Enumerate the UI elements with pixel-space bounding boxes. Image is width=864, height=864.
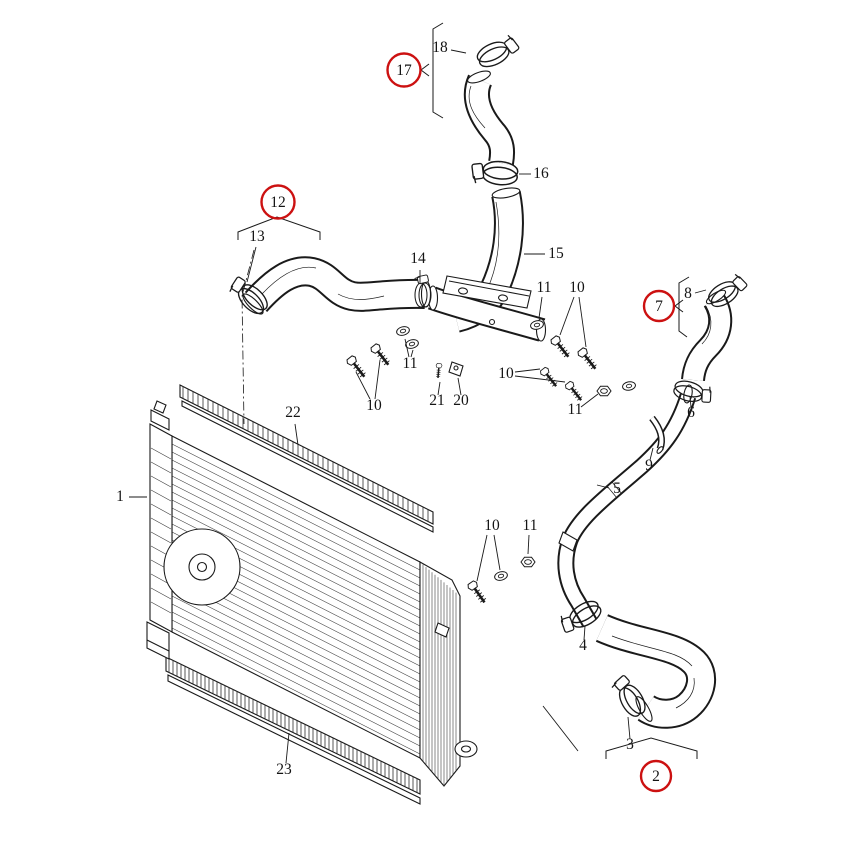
- centerline-2: [542, 705, 579, 752]
- washer: [621, 380, 637, 392]
- hose-clamp-3: [608, 671, 650, 721]
- part-label-6: 6: [687, 404, 695, 421]
- nut: [596, 385, 612, 397]
- pipe-bracket-tab: [558, 531, 578, 552]
- highlight-circle-7: [642, 289, 676, 323]
- part-label-2: 2: [652, 768, 660, 785]
- charge-pipe: [557, 384, 697, 628]
- bolt: [548, 333, 574, 362]
- screw-21: [434, 362, 443, 379]
- washer: [395, 324, 411, 338]
- radiator-body: [146, 400, 478, 787]
- part-label-11: 11: [523, 517, 538, 534]
- part-label-17: 17: [396, 62, 412, 79]
- hardware: [225, 32, 751, 721]
- part-label-11: 11: [537, 279, 552, 296]
- part-label-16: 16: [533, 165, 549, 182]
- part-label-1: 1: [116, 488, 124, 505]
- bracket-2: [605, 737, 698, 759]
- part-labels: 1 2 3 4 5 6 7 8 9 10 10 10 10 11 11 11 1…: [116, 39, 695, 793]
- part-label-22: 22: [285, 404, 301, 421]
- part-label-12: 12: [270, 194, 286, 211]
- part-label-11: 11: [403, 355, 418, 372]
- part-label-4: 4: [579, 637, 587, 654]
- part-label-14: 14: [410, 250, 426, 267]
- part-label-23: 23: [276, 761, 292, 778]
- centerline-13: [241, 249, 255, 425]
- part-label-9: 9: [645, 457, 653, 474]
- part-label-13: 13: [249, 228, 265, 245]
- junction-tube: [427, 275, 547, 342]
- part-label-21: 21: [429, 392, 445, 409]
- highlight-circle-12: [260, 184, 296, 220]
- radiator-port: [454, 740, 478, 758]
- bracket-17: [432, 22, 444, 119]
- bolt: [538, 365, 561, 391]
- lower-hose: [595, 614, 717, 729]
- intercooler-assembly: [146, 384, 478, 805]
- fan-shroud: [163, 528, 241, 606]
- retainer-20: [448, 361, 464, 377]
- upper-hose: [463, 70, 516, 166]
- highlight-circle-2: [639, 759, 673, 793]
- top-seal-strip: [179, 384, 434, 533]
- callout-lines: [129, 22, 707, 764]
- highlight-circle-17: [386, 52, 422, 88]
- part-label-18: 18: [432, 39, 448, 56]
- washer: [493, 569, 509, 583]
- part-label-10: 10: [366, 397, 382, 414]
- bolt: [575, 345, 601, 374]
- hose-clamp-18: [473, 32, 523, 72]
- bolt: [563, 379, 586, 405]
- part-label-8: 8: [684, 285, 692, 302]
- bolt: [368, 341, 394, 370]
- bracket-7: [678, 276, 690, 338]
- part-label-3: 3: [626, 736, 634, 753]
- charge-air-plumbing: [242, 70, 733, 729]
- part-label-20: 20: [453, 392, 469, 409]
- bracket-12: [237, 216, 321, 240]
- bolt: [465, 578, 490, 607]
- part-label-7: 7: [655, 298, 663, 315]
- part-label-10: 10: [498, 365, 514, 382]
- nut: [520, 556, 536, 568]
- bottom-seal-strip: [165, 656, 421, 805]
- part-label-5: 5: [613, 480, 621, 497]
- left-hose: [242, 256, 432, 315]
- part-label-10: 10: [569, 279, 585, 296]
- part-label-15: 15: [548, 245, 564, 262]
- bolt: [344, 353, 370, 382]
- part-label-10: 10: [484, 517, 500, 534]
- arrow-17: [420, 63, 430, 77]
- part-label-11: 11: [568, 401, 583, 418]
